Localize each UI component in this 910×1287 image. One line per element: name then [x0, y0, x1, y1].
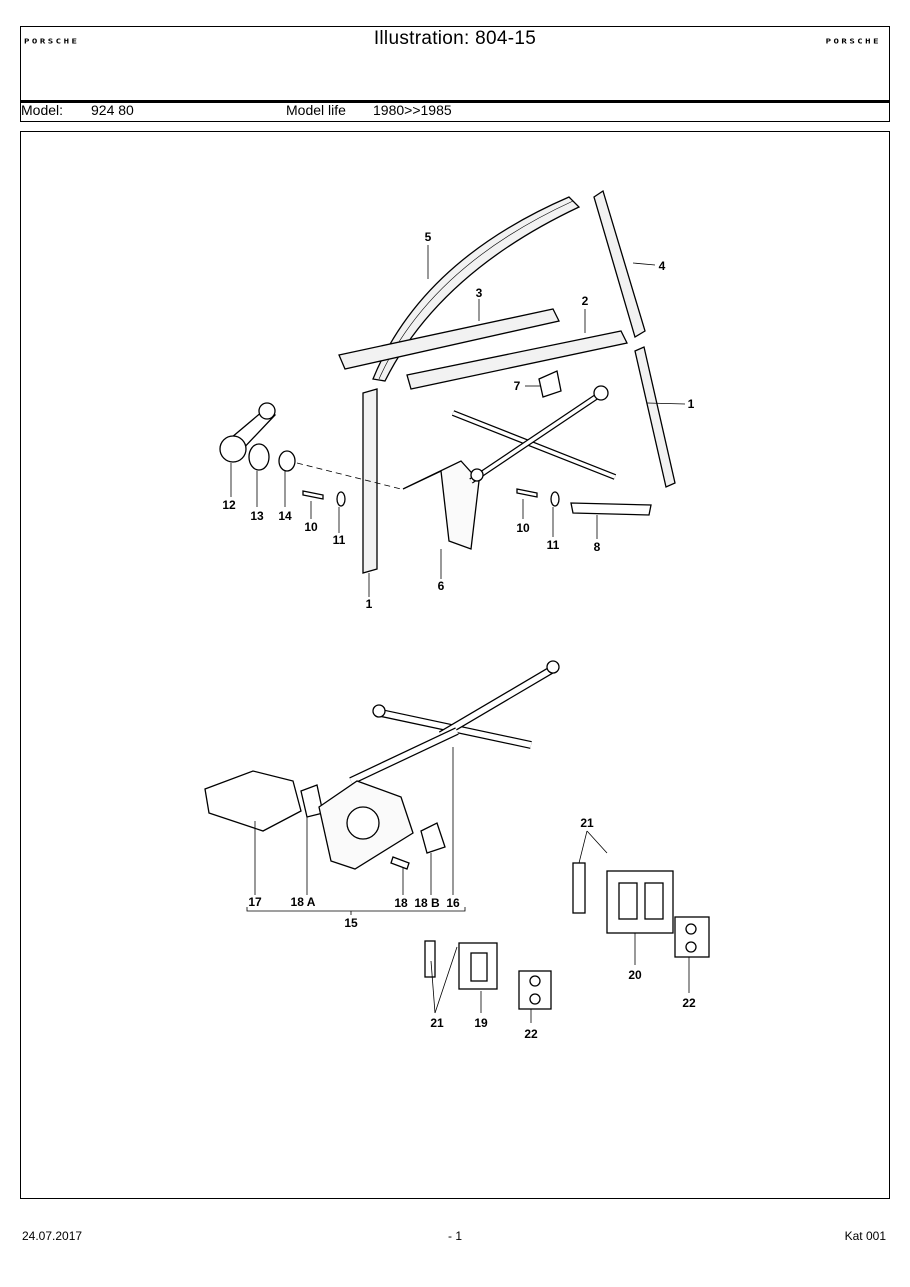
- callout-1-bottom: 1: [366, 597, 373, 611]
- switch-double: [674, 916, 710, 958]
- spacer-washer: [278, 450, 296, 472]
- window-seal-inner: [406, 330, 628, 390]
- callout-12: 12: [222, 498, 236, 512]
- parts-diagram: 5 3 2 4 1 7 12 13 14 10 11 10 11 8 6 1 1…: [204, 189, 710, 1041]
- switch-bezel-single: [458, 942, 498, 990]
- callout-8: 8: [594, 540, 601, 554]
- porsche-logo-left: PORSCHE: [24, 38, 80, 46]
- bracket-18b: [420, 822, 446, 854]
- callout-7: 7: [514, 379, 521, 393]
- handle-rosette: [248, 443, 270, 471]
- callout-11-left: 11: [333, 533, 346, 547]
- callout-21-right: 21: [580, 816, 594, 830]
- drawing-box: 5 3 2 4 1 7 12 13 14 10 11 10 11 8 6 1 1…: [20, 131, 890, 1199]
- clip-part-7: [538, 370, 562, 398]
- callout-22-left: 22: [524, 1027, 538, 1041]
- window-seal-outer: [338, 308, 560, 370]
- switch-single: [518, 970, 552, 1010]
- callout-19: 19: [474, 1016, 488, 1030]
- footer-catalog: Kat 001: [844, 1229, 886, 1243]
- callout-14: 14: [278, 509, 292, 523]
- screw-18: [390, 856, 410, 870]
- window-motor: [204, 770, 302, 832]
- header-box: PORSCHE Illustration: 804-15 PORSCHE Mod…: [20, 26, 890, 122]
- callout-3: 3: [476, 286, 483, 300]
- callout-21-left: 21: [430, 1016, 444, 1030]
- model-life-value: 1980>>1985: [373, 102, 452, 118]
- callout-6: 6: [438, 579, 445, 593]
- callout-13: 13: [250, 509, 264, 523]
- window-guide-rear-upper: [593, 189, 646, 338]
- footer-date: 24.07.2017: [22, 1229, 83, 1243]
- callout-1-right: 1: [688, 397, 695, 411]
- callout-18b: 18 B: [414, 896, 440, 910]
- switch-bezel-double: [606, 870, 674, 934]
- model-label: Model:: [21, 102, 64, 118]
- footer-page-number: - 1: [447, 1229, 462, 1243]
- callout-15: 15: [344, 916, 358, 930]
- callout-4: 4: [659, 259, 666, 273]
- callout-20: 20: [628, 968, 642, 982]
- callout-17: 17: [248, 895, 262, 909]
- callout-11-right: 11: [547, 538, 560, 552]
- header-divider: [21, 100, 889, 103]
- callout-18: 18: [394, 896, 408, 910]
- switch-frame-small: [424, 940, 436, 978]
- screw-right: [516, 488, 538, 498]
- switch-frame-double: [572, 862, 586, 914]
- callout-18a: 18 A: [291, 895, 316, 909]
- window-channel-curved: [372, 196, 581, 382]
- callout-22-right: 22: [682, 996, 696, 1010]
- callout-5: 5: [425, 230, 432, 244]
- window-guide-rear-lower: [634, 346, 676, 488]
- model-value: 924 80: [91, 102, 134, 118]
- regulator-upper: [402, 460, 480, 550]
- screw-left: [302, 490, 324, 500]
- illustration-title: Illustration: 804-15: [373, 28, 537, 49]
- callout-10-right: 10: [516, 521, 530, 535]
- porsche-logo-right: PORSCHE: [825, 38, 881, 46]
- model-life-label: Model life: [286, 102, 346, 118]
- guide-rail: [570, 502, 652, 516]
- callout-16: 16: [446, 896, 460, 910]
- callout-10-left: 10: [304, 520, 318, 534]
- callout-2: 2: [582, 294, 589, 308]
